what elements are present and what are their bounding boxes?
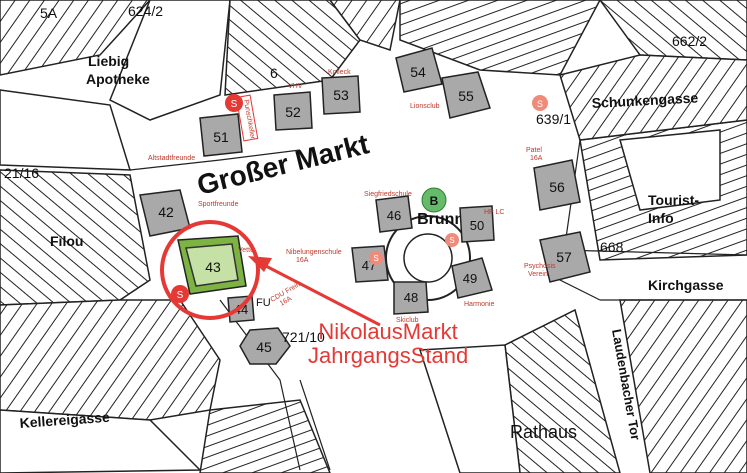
stand-label: 52 bbox=[285, 104, 301, 120]
place-filou: Filou bbox=[50, 233, 83, 249]
stand-label: 56 bbox=[549, 179, 565, 195]
svg-text:S: S bbox=[449, 236, 454, 245]
place-rathaus: Rathaus bbox=[510, 422, 577, 442]
stand-label: 50 bbox=[470, 218, 484, 233]
label-fu: FU bbox=[256, 297, 271, 309]
stand-46[interactable]: 46 bbox=[375, 195, 413, 233]
parcel-number: 624/2 bbox=[128, 3, 163, 19]
svg-text:S: S bbox=[537, 99, 543, 109]
label-harmonie: Harmonie bbox=[464, 301, 494, 308]
parcel-number: 21/16 bbox=[4, 165, 39, 181]
stand-43[interactable]: 43 bbox=[177, 235, 247, 295]
highlight-annotation bbox=[160, 220, 381, 327]
stand-53[interactable]: 53 bbox=[321, 75, 361, 115]
stand-55[interactable]: 55 bbox=[441, 71, 491, 119]
svg-text:S: S bbox=[177, 290, 184, 301]
parcel-number: 662/2 bbox=[672, 33, 707, 49]
label-siegfriedschule: Siegfriedschule bbox=[364, 191, 412, 198]
stand-49[interactable]: 49 bbox=[451, 257, 493, 299]
s-marker[interactable]: S bbox=[532, 95, 548, 111]
stand-label: 57 bbox=[556, 249, 572, 265]
label-altstadtfreunde: Altstadtfreunde bbox=[148, 155, 195, 162]
label-skiclub: Skiclub bbox=[396, 317, 419, 324]
svg-text:B: B bbox=[430, 194, 439, 208]
label-ev: HP LC bbox=[484, 209, 505, 216]
stand-label: 42 bbox=[158, 204, 174, 220]
s-marker[interactable]: S bbox=[369, 251, 383, 265]
label-lionsclub: Lionsclub bbox=[410, 103, 440, 110]
annotation-text: NikolausMarkt JahrgangsStand bbox=[308, 320, 468, 368]
s-marker[interactable]: S bbox=[225, 94, 243, 112]
stand-label: 46 bbox=[387, 208, 401, 223]
label-vette: Vette bbox=[238, 247, 254, 254]
stand-51[interactable]: 51 bbox=[199, 113, 243, 157]
annotation-line1: NikolausMarkt bbox=[318, 319, 458, 344]
stand-label: 51 bbox=[213, 129, 229, 145]
label-kolleck: Kolleck bbox=[328, 69, 351, 76]
stand-47[interactable]: 47 bbox=[351, 245, 389, 283]
stand-57[interactable]: 57 bbox=[539, 231, 591, 283]
stand-label: 54 bbox=[410, 64, 426, 80]
stand-label: 55 bbox=[458, 88, 474, 104]
parcel-number: 639/1 bbox=[536, 111, 571, 127]
stand-52[interactable]: 52 bbox=[273, 91, 313, 131]
stands: 51 52 53 54 55 42 43 44 45 56 57 bbox=[139, 47, 591, 365]
s-markers: S S S S S bbox=[171, 94, 548, 303]
stand-label: 48 bbox=[404, 290, 418, 305]
parcel-number: 668 bbox=[600, 239, 624, 255]
stand-48[interactable]: 48 bbox=[393, 281, 429, 315]
stand-54[interactable]: 54 bbox=[395, 47, 443, 93]
parcel-number: 6 bbox=[270, 65, 278, 81]
stand-56[interactable]: 56 bbox=[533, 159, 581, 211]
parcel-number: 5A bbox=[40, 5, 58, 21]
stand-label: 43 bbox=[205, 259, 221, 275]
stand-label: 45 bbox=[256, 339, 272, 355]
s-marker[interactable]: S bbox=[171, 285, 189, 303]
annotation-line2: JahrgangsStand bbox=[308, 343, 469, 368]
label-sportfreunde: Sportfreunde bbox=[198, 201, 239, 208]
parcel-number: 721/10 bbox=[282, 329, 325, 345]
label-vhv: VHV bbox=[288, 83, 303, 90]
street-schunkengasse: Schunkengasse bbox=[591, 89, 699, 111]
street-kellereigasse: Kellereigasse bbox=[19, 409, 110, 431]
b-marker[interactable]: B bbox=[421, 187, 447, 213]
place-tourist-info: Tourist-Info bbox=[648, 192, 699, 226]
stand-45[interactable]: 45 bbox=[239, 327, 291, 365]
s-marker[interactable]: S bbox=[445, 233, 459, 247]
svg-text:S: S bbox=[231, 99, 238, 110]
street-kirchgasse: Kirchgasse bbox=[648, 277, 724, 293]
svg-text:S: S bbox=[373, 254, 378, 263]
stand-label: 53 bbox=[333, 87, 349, 103]
stand-label: 49 bbox=[463, 271, 477, 286]
stand-50[interactable]: 50 bbox=[459, 205, 495, 243]
